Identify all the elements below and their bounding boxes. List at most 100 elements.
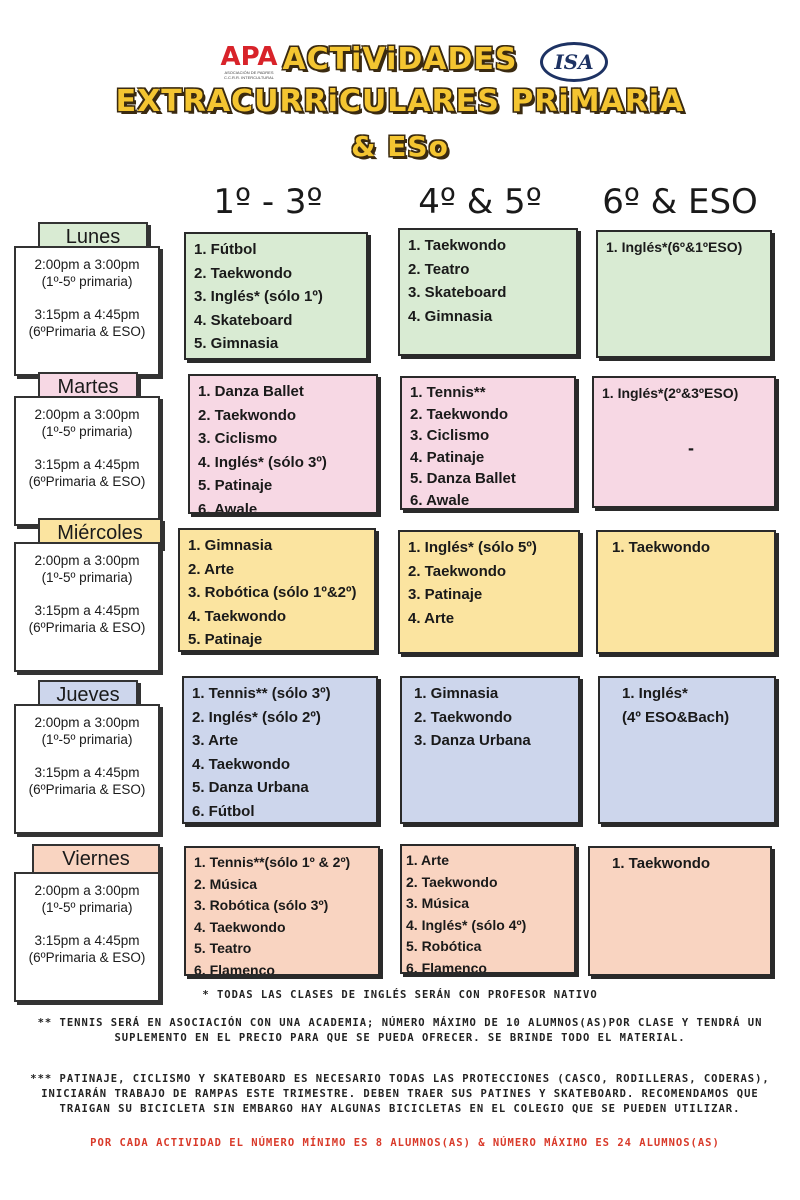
list-item: 2. Taekwondo xyxy=(414,708,513,726)
list-item: 1. Taekwondo xyxy=(408,237,507,254)
apa-logo: APA ASOCIACIÓN DE PADRES C.C.R.R. INTERC… xyxy=(218,44,280,80)
list-item: 6. Flamenco xyxy=(194,961,275,976)
list-item: 1. Fútbol xyxy=(194,241,257,258)
list-item: 3. Ciclismo xyxy=(410,427,490,444)
list-item: 2. Música xyxy=(194,875,258,892)
time-slot-2: 3:15pm a 4:45pm xyxy=(34,457,140,472)
time-slot-1: 2:00pm a 3:00pm xyxy=(34,407,140,422)
time-slot-2-note: (6ºPrimaria & ESO) xyxy=(28,474,146,489)
time-slot-2: 3:15pm a 4:45pm xyxy=(34,765,140,780)
list-item: 5. Gimnasia xyxy=(194,335,279,352)
time-slot-1-note: (1º-5º primaria) xyxy=(41,570,133,585)
activity-box-jueves-1-3: 1. Tennis** (sólo 3º) 2. Inglés* (sólo 2… xyxy=(182,676,378,824)
note-ingles: * TODAS LAS CLASES DE INGLÉS SERÁN CON P… xyxy=(202,989,598,1001)
list-item: 3. Arte xyxy=(192,732,239,749)
time-slot-1-note: (1º-5º primaria) xyxy=(41,900,133,915)
activity-box-viernes-6-eso: 1. Taekwondo xyxy=(588,846,772,976)
apa-logo-subtext: ASOCIACIÓN DE PADRES C.C.R.R. INTERCULTU… xyxy=(224,70,274,80)
list-item: 5. Patinaje xyxy=(188,631,263,648)
list-item: 3. Inglés* (sólo 1º) xyxy=(194,288,323,305)
list-item: 2. Taekwondo xyxy=(406,873,498,890)
isa-logo: ISA xyxy=(540,42,608,82)
list-item: 1. Danza Ballet xyxy=(198,383,304,400)
list-item: 6. Fútbol xyxy=(192,802,255,820)
list-item: 5. Danza Urbana xyxy=(192,779,309,796)
time-slot-2-note: (6ºPrimaria & ESO) xyxy=(28,782,146,797)
title-line-3: & ESo xyxy=(351,130,449,163)
list-item: 2. Taekwondo xyxy=(194,264,293,282)
activity-box-miercoles-4-5: 1. Inglés* (sólo 5º) 2. Taekwondo 3. Pat… xyxy=(398,530,580,654)
time-slot-2-note: (6ºPrimaria & ESO) xyxy=(28,950,146,965)
list-item: 4. Patinaje xyxy=(410,448,485,466)
activity-box-viernes-1-3: 1. Tennis**(sólo 1º & 2º) 2. Música 3. R… xyxy=(184,846,380,976)
list-item: 3. Música xyxy=(406,895,470,911)
list-item: 4. Skateboard xyxy=(194,311,293,329)
list-item: 4. Taekwondo xyxy=(192,755,291,773)
time-slot-1: 2:00pm a 3:00pm xyxy=(34,553,140,568)
activity-box-martes-4-5: 1. Tennis** 2. Taekwondo 3. Ciclismo 4. … xyxy=(400,376,576,510)
list-item: 1. Inglés*(2º&3ºESO) xyxy=(602,385,739,401)
list-item: 2. Inglés* (sólo 2º) xyxy=(192,708,321,726)
title-line-2: EXTRACURRiCULARES PRiMARiA xyxy=(115,84,685,119)
list-item: 2. Taekwondo xyxy=(408,562,507,580)
list-item: 3. Patinaje xyxy=(408,586,483,603)
activity-box-lunes-1-3: 1. Fútbol 2. Taekwondo 3. Inglés* (sólo … xyxy=(184,232,368,360)
list-item: 4. Gimnasia xyxy=(408,307,493,325)
time-box-miercoles: 2:00pm a 3:00pm (1º-5º primaria) 3:15pm … xyxy=(14,542,160,672)
time-slot-1-note: (1º-5º primaria) xyxy=(41,274,133,289)
list-item: 3. Skateboard xyxy=(408,284,507,301)
list-item: 5. Robótica xyxy=(406,938,482,954)
activity-box-jueves-4-5: 1. Gimnasia 2. Taekwondo 3. Danza Urbana xyxy=(400,676,580,824)
list-item: 5. Patinaje xyxy=(198,477,273,494)
list-item: 2. Arte xyxy=(188,560,235,578)
list-item: 5. Teatro xyxy=(194,940,252,956)
activity-box-martes-6-eso: 1. Inglés*(2º&3ºESO) xyxy=(592,376,776,508)
list-item: 3. Robótica (sólo 1º&2º) xyxy=(188,584,357,601)
column-header-4-5: 4º & 5º xyxy=(418,182,542,222)
time-slot-2: 3:15pm a 4:45pm xyxy=(34,307,140,322)
empty-slot-dash: - xyxy=(688,438,694,458)
list-item: 1. Inglés*(6º&1ºESO) xyxy=(606,239,743,255)
apa-logo-text: APA xyxy=(220,42,278,72)
note-tennis: ** TENNIS SERÁ EN ASOCIACIÓN CON UNA ACA… xyxy=(37,1017,763,1044)
list-item: 3. Ciclismo xyxy=(198,430,278,447)
list-item: 3. Danza Urbana xyxy=(414,732,531,749)
list-item: 4. Inglés* (sólo 4º) xyxy=(406,916,527,933)
column-header-6-eso: 6º & ESO xyxy=(602,182,758,222)
activity-box-viernes-4-5: 1. Arte 2. Taekwondo 3. Música 4. Inglés… xyxy=(400,844,576,974)
time-slot-1: 2:00pm a 3:00pm xyxy=(34,883,140,898)
activity-box-miercoles-1-3: 1. Gimnasia 2. Arte 3. Robótica (sólo 1º… xyxy=(178,528,376,652)
activity-box-lunes-4-5: 1. Taekwondo 2. Teatro 3. Skateboard 4. … xyxy=(398,228,578,356)
list-item: 3. Robótica (sólo 3º) xyxy=(194,897,329,913)
list-item: 2. Taekwondo xyxy=(410,405,509,423)
time-slot-2: 3:15pm a 4:45pm xyxy=(34,603,140,618)
list-item: 1. Inglés* (sólo 5º) xyxy=(408,539,537,556)
column-header-1-3: 1º - 3º xyxy=(213,182,323,222)
time-box-lunes: 2:00pm a 3:00pm (1º-5º primaria) 3:15pm … xyxy=(14,246,160,376)
activity-box-miercoles-6-eso: 1. Taekwondo xyxy=(596,530,776,654)
list-item: (4º ESO&Bach) xyxy=(622,708,730,726)
list-item: 5. Danza Ballet xyxy=(410,470,516,487)
time-slot-1-note: (1º-5º primaria) xyxy=(41,732,133,747)
list-item: 4. Arte xyxy=(408,609,455,627)
time-slot-2: 3:15pm a 4:45pm xyxy=(34,933,140,948)
list-item: 1. Inglés* xyxy=(622,685,688,702)
list-item: 1. Gimnasia xyxy=(188,537,273,554)
list-item: 1. Tennis** xyxy=(410,384,486,401)
list-item: 6. Flamenco xyxy=(406,959,487,974)
time-box-jueves: 2:00pm a 3:00pm (1º-5º primaria) 3:15pm … xyxy=(14,704,160,834)
list-item: 1. Tennis**(sólo 1º & 2º) xyxy=(194,854,351,870)
day-label-viernes: Viernes xyxy=(32,844,160,874)
time-slot-1: 2:00pm a 3:00pm xyxy=(34,257,140,272)
list-item: 2. Taekwondo xyxy=(198,406,297,424)
note-alumnos: POR CADA ACTIVIDAD EL NÚMERO MÍNIMO ES 8… xyxy=(90,1137,720,1149)
time-slot-2-note: (6ºPrimaria & ESO) xyxy=(28,324,146,339)
title-line-1: ACTiViDADES xyxy=(282,42,518,77)
list-item: 1. Arte xyxy=(406,852,450,868)
time-slot-2-note: (6ºPrimaria & ESO) xyxy=(28,620,146,635)
time-box-martes: 2:00pm a 3:00pm (1º-5º primaria) 3:15pm … xyxy=(14,396,160,526)
time-box-viernes: 2:00pm a 3:00pm (1º-5º primaria) 3:15pm … xyxy=(14,872,160,1002)
list-item: 1. Gimnasia xyxy=(414,685,499,702)
list-item: 1. Tennis** (sólo 3º) xyxy=(192,685,331,702)
list-item: 6. Awale xyxy=(410,491,470,509)
